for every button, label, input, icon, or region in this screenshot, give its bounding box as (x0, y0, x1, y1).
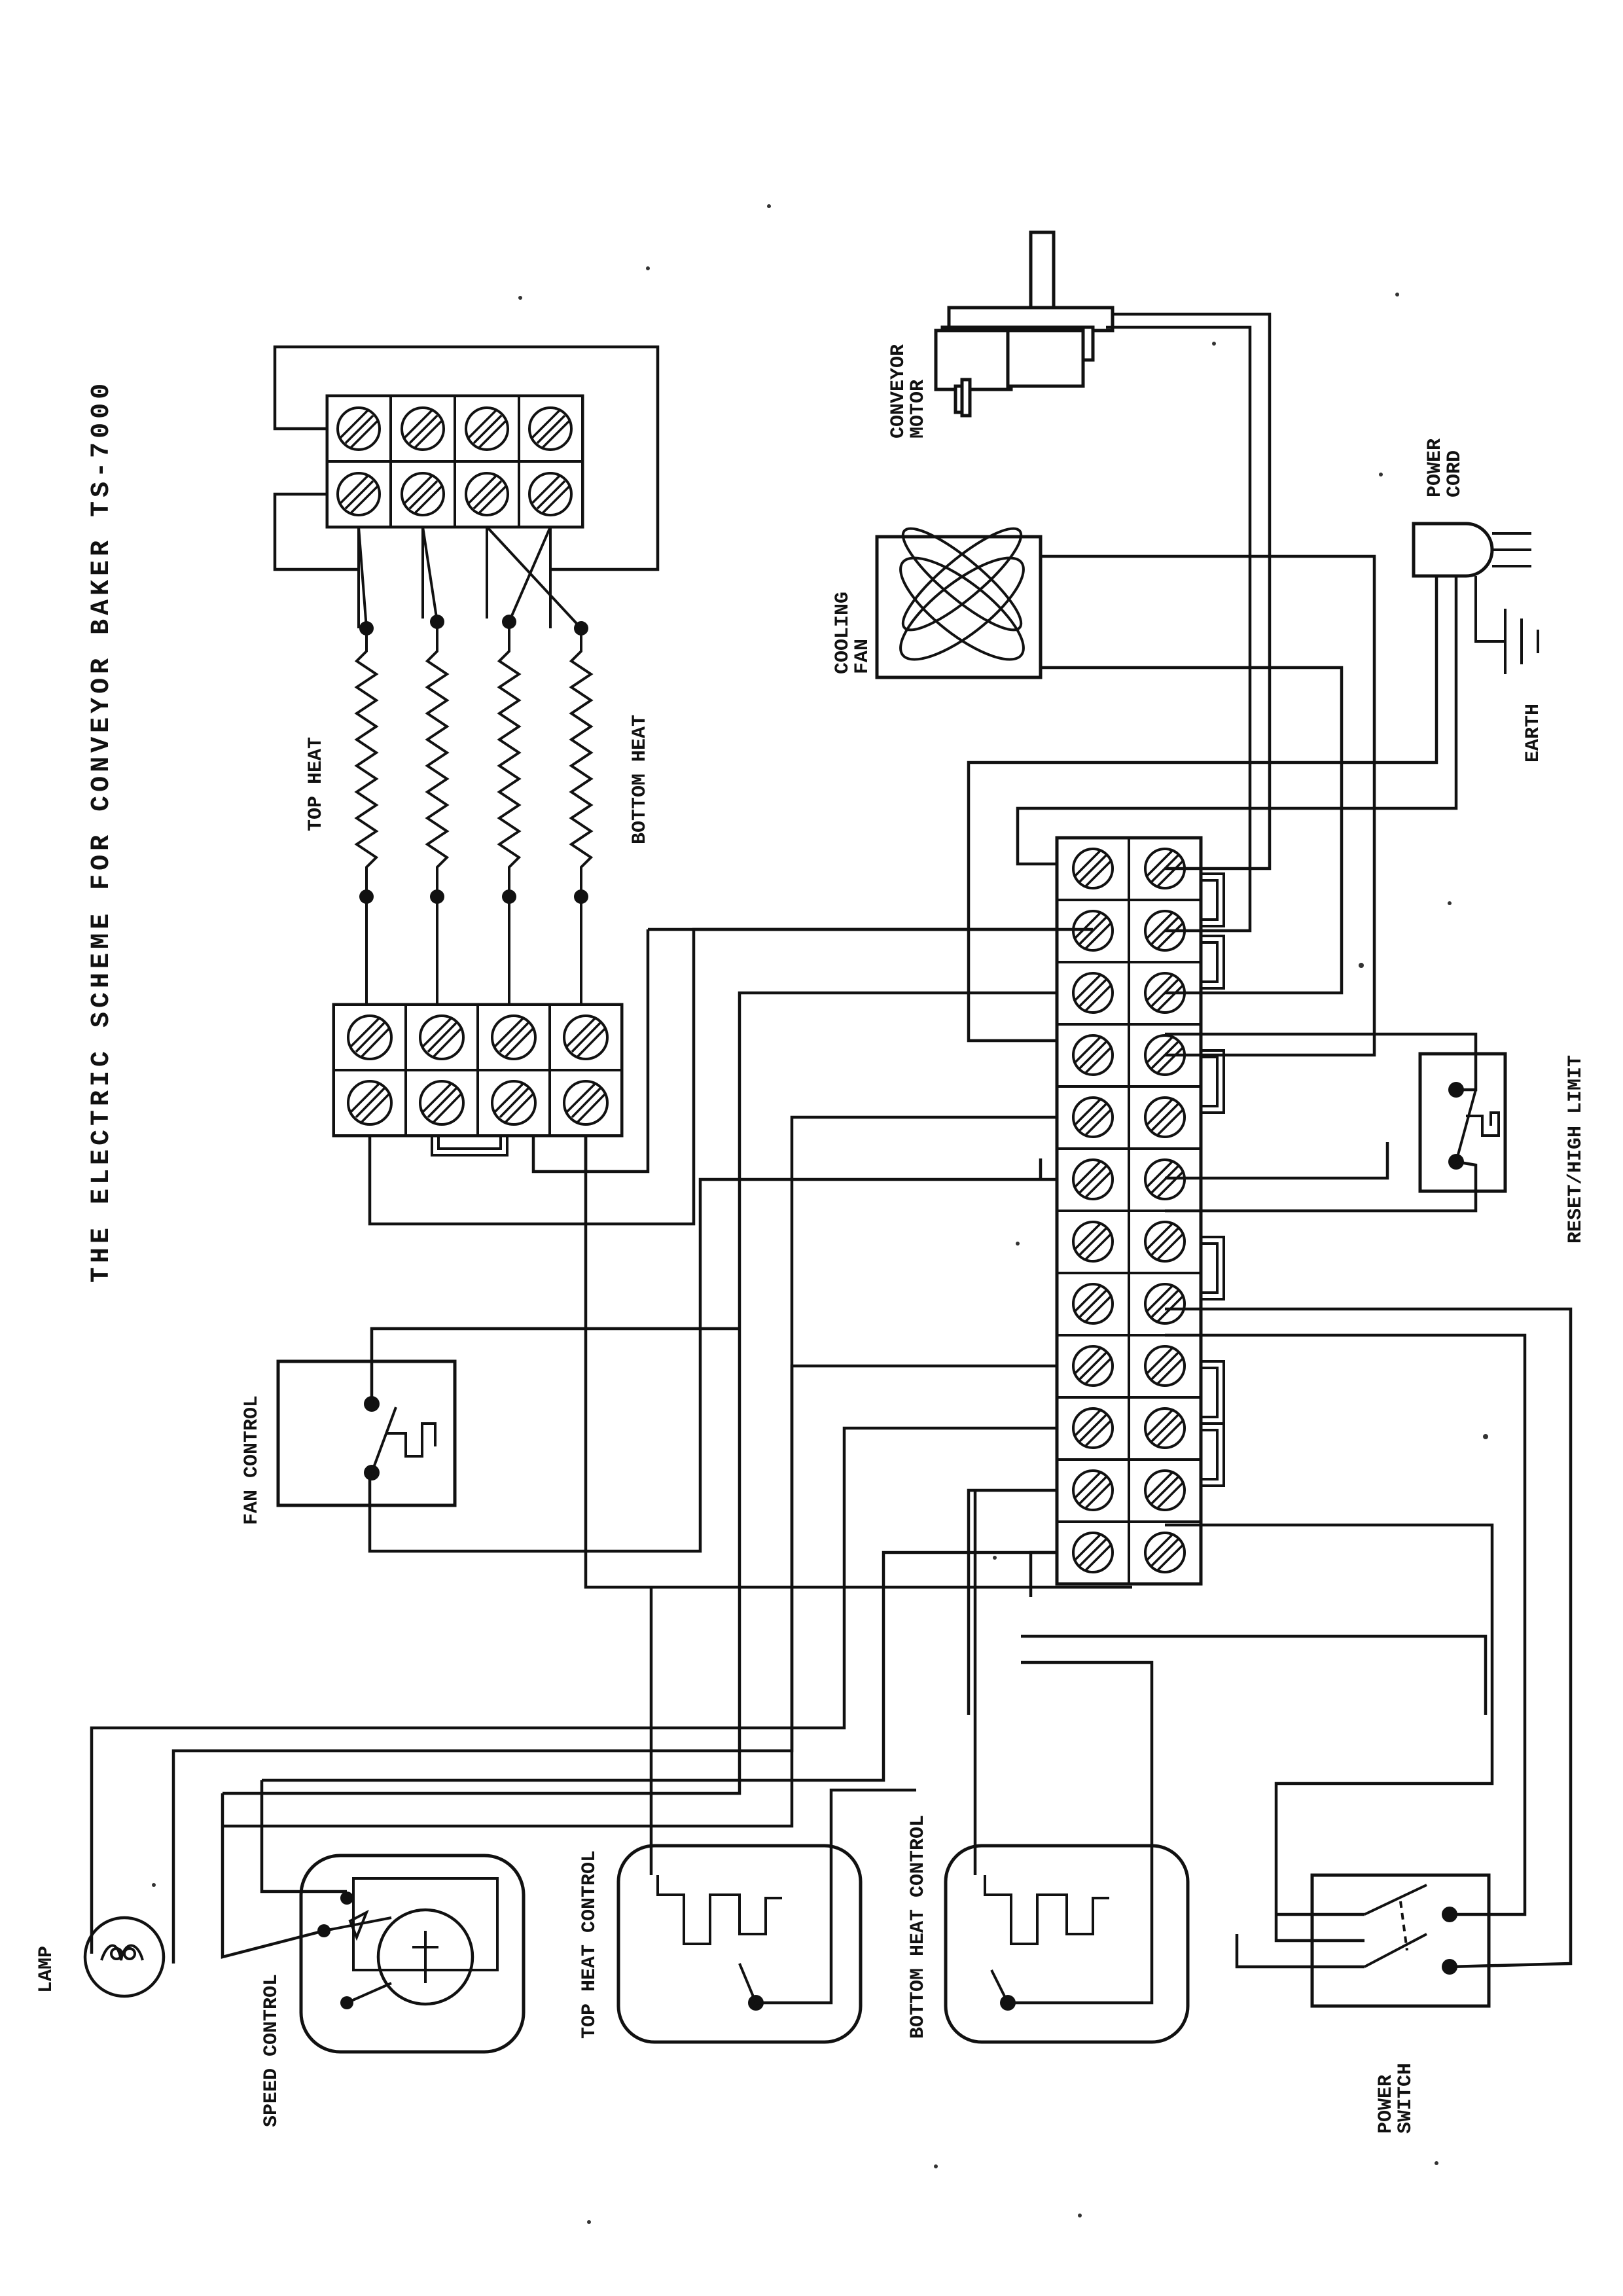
power-cord-label: POWERCORD (1424, 439, 1466, 497)
terminal-screw-icon (336, 406, 573, 516)
earth-ground-icon (1474, 576, 1539, 674)
scan-noise (152, 204, 1488, 2224)
wiring (90, 312, 1573, 2005)
speed-control-label: SPEED CONTROL (260, 1974, 283, 2127)
terminal-screw-icon (347, 1014, 609, 1126)
bottom-heat-control-label: BOTTOM HEAT CONTROL (907, 1815, 929, 2039)
cooling-fan-label: COOLINGFAN (832, 592, 874, 674)
top-heat-control (616, 1844, 863, 2044)
power-switch-label: POWERSWITCH (1375, 2063, 1417, 2134)
earth-label: EARTH (1522, 704, 1544, 762)
reset-high-limit-label: RESET/HIGH LIMIT (1565, 1055, 1587, 1244)
fan-control-label: FAN CONTROL (241, 1395, 263, 1525)
diagram-title: THE ELECTRIC SCHEME FOR CONVEYOR BAKER T… (87, 380, 116, 1283)
resistor-coil-icon (354, 622, 594, 897)
fan-blades-icon (875, 527, 1043, 679)
bottom-heat-label: BOTTOM HEAT (629, 715, 651, 844)
fan-control-thermostat-icon (276, 1359, 457, 1507)
lamp-icon (83, 1916, 166, 1998)
thermostat-icon (1418, 1052, 1507, 1193)
plug-icon (1412, 522, 1531, 578)
speed-control (299, 1854, 526, 2054)
middle-terminal-block (332, 1003, 624, 1138)
top-heat-control-label: TOP HEAT CONTROL (579, 1850, 601, 2039)
heating-elements (354, 526, 594, 1005)
lamp-label: LAMP (35, 1946, 58, 1993)
bottom-heat-control (944, 1844, 1190, 2044)
motor-icon (934, 230, 1115, 418)
conveyor-motor-label: CONVEYORMOTOR (887, 344, 929, 439)
top-terminal-block (325, 394, 584, 529)
top-heat-label: TOP HEAT (305, 737, 327, 831)
